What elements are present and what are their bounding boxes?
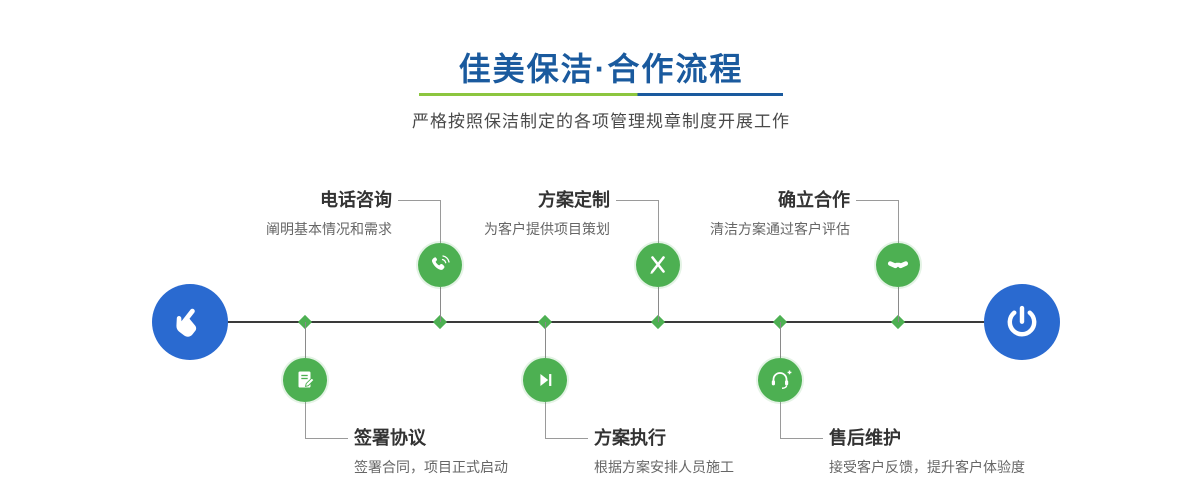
step-phone-consult: 电话咨询 阐明基本情况和需求 bbox=[92, 188, 392, 238]
step-node-contract bbox=[283, 358, 327, 402]
connector-line bbox=[780, 438, 823, 439]
connector-line bbox=[898, 200, 899, 243]
connector-line bbox=[658, 287, 659, 322]
page-title: 佳美保洁·合作流程 bbox=[458, 51, 744, 87]
step-description: 根据方案安排人员施工 bbox=[594, 459, 734, 475]
connector-line bbox=[305, 322, 306, 358]
step-node-design bbox=[636, 243, 680, 287]
step-node-handshake bbox=[876, 243, 920, 287]
connector-line bbox=[440, 200, 441, 243]
step-title: 确立合作 bbox=[778, 190, 850, 210]
step-description: 清洁方案通过客户评估 bbox=[710, 221, 850, 237]
step-sign-agreement: 签署协议 签署合同，项目正式启动 bbox=[354, 426, 654, 476]
step-description: 签署合同，项目正式启动 bbox=[354, 459, 508, 475]
play-icon bbox=[534, 369, 556, 391]
step-description: 阐明基本情况和需求 bbox=[266, 221, 392, 237]
connector-line bbox=[545, 438, 588, 439]
connector-line bbox=[545, 322, 546, 358]
step-title: 方案执行 bbox=[594, 428, 666, 448]
step-title: 电话咨询 bbox=[320, 190, 392, 210]
step-plan-execute: 方案执行 根据方案安排人员施工 bbox=[594, 426, 894, 476]
design-pencil-icon bbox=[646, 253, 670, 277]
step-establish-cooperation: 确立合作 清洁方案通过客户评估 bbox=[550, 188, 850, 238]
timeline-start-node bbox=[152, 284, 228, 360]
connector-line bbox=[545, 402, 546, 438]
step-description: 为客户提供项目策划 bbox=[484, 221, 610, 237]
connector-line bbox=[898, 287, 899, 322]
connector-line bbox=[780, 402, 781, 438]
power-icon bbox=[1003, 303, 1041, 341]
step-title: 签署协议 bbox=[354, 428, 426, 448]
headset-icon bbox=[768, 368, 792, 392]
page-subtitle: 严格按照保洁制定的各项管理规章制度开展工作 bbox=[412, 112, 790, 131]
hand-pointer-icon bbox=[165, 297, 216, 348]
connector-line bbox=[658, 200, 659, 243]
step-title: 方案定制 bbox=[538, 190, 610, 210]
handshake-icon bbox=[885, 252, 911, 278]
step-title: 售后维护 bbox=[829, 428, 901, 448]
timeline-end-node bbox=[984, 284, 1060, 360]
timeline-line bbox=[190, 321, 1022, 323]
step-plan-customize: 方案定制 为客户提供项目策划 bbox=[310, 188, 610, 238]
connector-line bbox=[780, 322, 781, 358]
connector-line bbox=[616, 200, 658, 201]
step-aftersales-service: 售后维护 接受客户反馈，提升客户体验度 bbox=[829, 426, 1129, 476]
connector-line bbox=[398, 200, 440, 201]
title-underline bbox=[419, 93, 783, 96]
step-node-phone bbox=[418, 243, 462, 287]
step-node-service bbox=[758, 358, 802, 402]
connector-line bbox=[305, 402, 306, 438]
contract-icon bbox=[293, 368, 317, 392]
phone-icon bbox=[428, 253, 452, 277]
step-description: 接受客户反馈，提升客户体验度 bbox=[829, 459, 1025, 475]
connector-line bbox=[305, 438, 348, 439]
connector-line bbox=[856, 200, 898, 201]
connector-line bbox=[440, 287, 441, 322]
step-node-execute bbox=[523, 358, 567, 402]
